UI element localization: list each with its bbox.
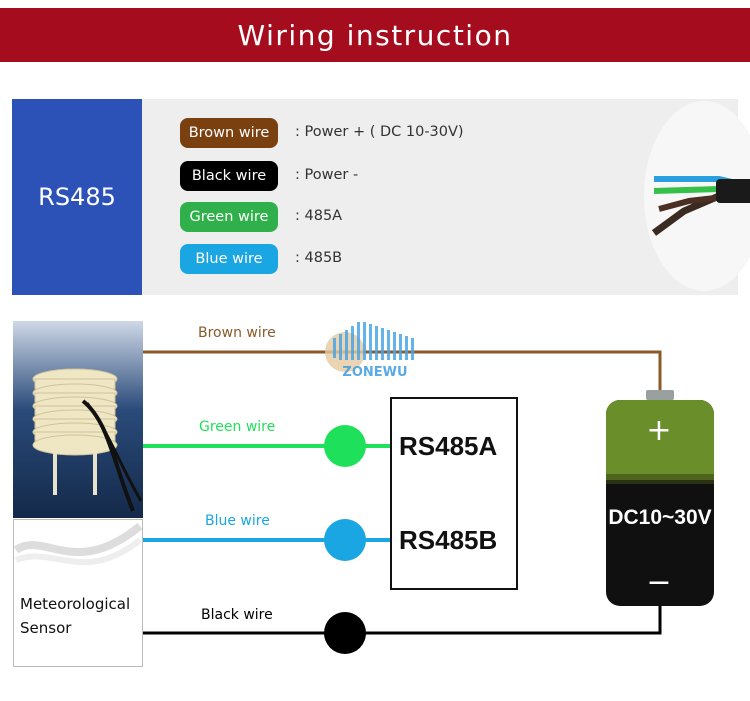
watermark-text: ZONEWU xyxy=(342,365,407,380)
legend-row-blue: Blue wire : 485B xyxy=(180,244,342,274)
wiring-diagram: ZONEWU + DC10~30V − xyxy=(143,322,714,654)
green-wire-label: Green wire xyxy=(199,419,276,435)
legend-row-brown: Brown wire : Power + ( DC 10-30V) xyxy=(180,118,464,148)
legend-row-green: Green wire : 485A xyxy=(180,202,342,232)
sensor-label-line1: Meteorological xyxy=(20,595,131,613)
rs485-label: RS485 xyxy=(38,183,116,211)
cable-icon xyxy=(651,176,750,236)
green-wire-desc: : 485A xyxy=(295,208,343,224)
brown-wire-label: Brown wire xyxy=(198,325,276,341)
rs485-label-box: RS485 xyxy=(12,99,142,295)
black-wire-desc: : Power - xyxy=(295,167,359,183)
black-wire-pill: Black wire xyxy=(180,161,278,191)
legend-row-black: Black wire : Power - xyxy=(180,161,358,191)
sensor-label-box: Meteorological Sensor xyxy=(13,519,143,667)
module-rs485a-label: RS485A xyxy=(399,431,498,461)
sensor-label: Meteorological Sensor xyxy=(20,592,130,640)
brown-wire-pill: Brown wire xyxy=(180,118,278,148)
battery-plus: + xyxy=(646,413,671,448)
blue-wire-pill: Blue wire xyxy=(180,244,278,274)
battery: + DC10~30V − xyxy=(606,390,714,606)
cable-photo xyxy=(644,101,750,291)
watermark-logo: ZONEWU xyxy=(333,322,414,380)
green-wire-node xyxy=(324,425,366,467)
battery-minus: − xyxy=(646,565,671,600)
sensor-photo xyxy=(13,321,143,518)
page-title: Wiring instruction xyxy=(237,18,513,52)
green-wire-pill: Green wire xyxy=(180,202,278,232)
black-wire-line xyxy=(143,600,662,635)
rs485-legend-panel: RS485 Brown wire : Power + ( DC 10-30V) … xyxy=(12,99,750,295)
brown-wire-desc: : Power + ( DC 10-30V) xyxy=(295,124,464,140)
swoosh-icon xyxy=(14,522,142,566)
module-rs485b-label: RS485B xyxy=(399,525,498,555)
rs485-module: RS485A RS485B xyxy=(390,397,518,590)
blue-wire-desc: : 485B xyxy=(295,250,343,266)
sensor-label-line2: Sensor xyxy=(20,619,72,637)
black-wire-label: Black wire xyxy=(201,607,273,623)
blue-wire-label: Blue wire xyxy=(205,513,270,529)
blue-wire-node xyxy=(324,519,366,561)
sensor-icon xyxy=(32,368,143,512)
battery-voltage: DC10~30V xyxy=(608,506,711,529)
black-wire-node xyxy=(324,612,366,654)
header-banner: Wiring instruction xyxy=(0,8,750,62)
brown-wire-line xyxy=(143,350,662,398)
